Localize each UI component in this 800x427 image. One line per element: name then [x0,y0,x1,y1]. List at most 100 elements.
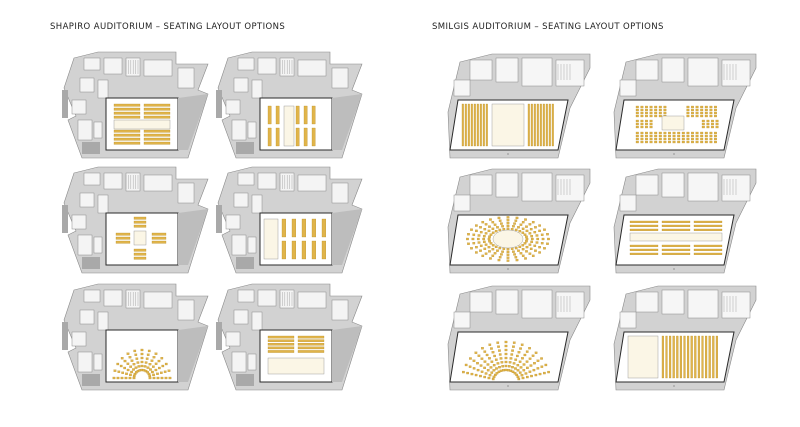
seat [711,119,714,123]
seat [488,235,491,238]
seat-row [133,224,147,228]
seat [515,216,519,220]
seat [498,256,502,259]
seat [681,140,685,144]
seat [528,347,531,350]
seat-row [113,103,141,107]
smilgis-plan-4 [606,165,766,274]
seat-row [669,335,672,379]
seat [495,367,498,370]
seat [672,131,676,135]
seat [472,359,476,362]
seat-row [143,111,171,115]
seat-row [661,228,691,231]
seat [528,243,532,246]
seat [635,134,639,138]
seat [714,131,717,135]
seat [489,257,492,260]
seat [126,362,130,365]
seat [140,360,144,364]
seat [677,131,681,135]
seat [658,131,662,135]
seat-row [464,103,467,147]
seat [475,224,478,227]
seat-row [267,127,272,147]
seat [497,345,500,348]
room [469,174,493,196]
room [79,192,95,208]
seat [481,220,485,224]
seat [488,250,491,253]
seat-row [311,240,316,260]
stage [629,232,723,242]
room [237,57,255,71]
seat [524,257,527,260]
seat [152,356,156,359]
seat-row [661,224,691,227]
room [619,79,637,97]
seat [484,223,488,226]
seat-row [539,103,542,147]
seat [486,369,490,372]
seat [649,140,653,144]
room [225,214,241,230]
smilgis-plan-3 [440,165,600,274]
seat [512,362,516,365]
seat [686,140,690,144]
seat [500,361,504,364]
seat [534,226,537,229]
seat-row [267,105,272,125]
seat [498,365,501,369]
seat-row [143,115,171,119]
seat [546,233,549,236]
seat [500,222,503,225]
auditorium-hall [105,329,179,383]
seat [519,223,523,226]
seat-row [295,127,300,147]
seat [507,369,510,372]
seat [135,371,138,374]
seat-row [629,248,659,251]
side-wing [178,209,208,265]
seat [504,340,508,344]
seat [504,364,508,368]
seat [504,352,508,356]
seat [517,351,521,354]
seat-row [542,103,545,147]
room [83,289,101,303]
seat [492,375,496,379]
seat [700,114,704,118]
axis-mark [507,153,509,155]
seat [491,244,495,247]
seat [504,360,508,364]
floor-plan-drawing [447,285,591,391]
room [453,311,471,329]
seat [649,108,653,112]
seat [658,140,662,144]
seat-row [133,248,147,252]
seat-row [291,218,296,238]
seat [140,356,144,360]
seat [528,223,532,226]
seat [522,369,526,372]
room [469,291,493,313]
seat [635,119,639,123]
seat [686,108,690,112]
seat [528,232,532,235]
seat-row [476,103,479,147]
seat [489,242,493,245]
seat [700,111,704,115]
seat [640,134,644,138]
room [233,309,249,325]
seat [487,245,491,249]
seat [116,362,120,366]
seat [512,250,515,253]
floor-plan-drawing [447,53,591,159]
seat [523,353,527,357]
seat [147,349,151,353]
seat [677,137,681,141]
stage [627,335,659,379]
seat [521,254,525,257]
seat-row [143,107,171,111]
seat-row [687,335,690,379]
